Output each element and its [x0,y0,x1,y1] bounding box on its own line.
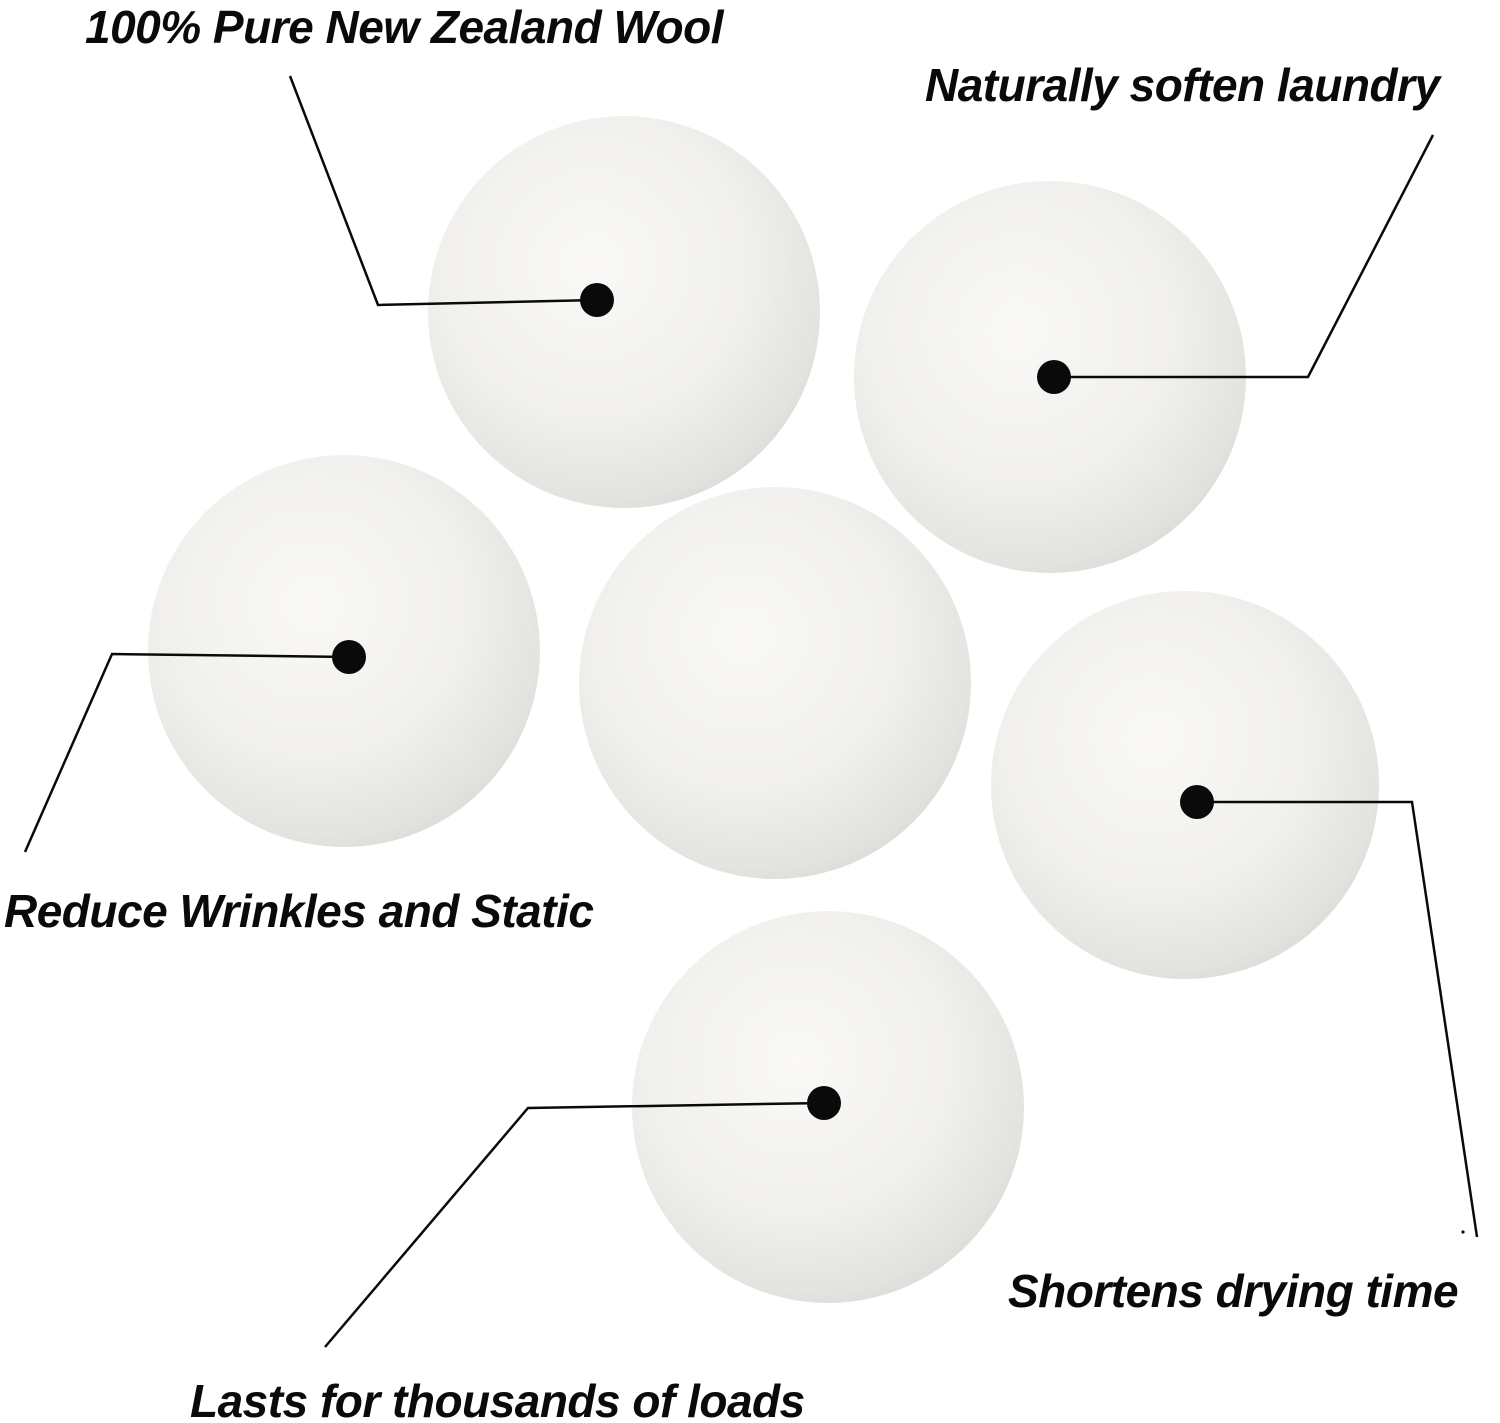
callout-dot [807,1086,841,1120]
callout-dot [332,640,366,674]
stray-speck [1461,1230,1465,1234]
leader-line [324,1101,825,1348]
leader-line [288,75,598,307]
wool-ball-top-center [428,116,820,508]
label-lasts-loads: Lasts for thousands of loads [190,1375,805,1423]
label-pure-wool: 100% Pure New Zealand Wool [85,1,724,53]
callout-dot [580,283,614,317]
leader-line [1197,800,1479,1238]
leader-line [23,652,350,853]
label-drying-time: Shortens drying time [1008,1265,1459,1317]
wool-ball-center [579,487,971,879]
callout-dot [1180,785,1214,819]
label-soften-laundry: Naturally soften laundry [925,59,1440,111]
label-reduce-wrinkles: Reduce Wrinkles and Static [4,885,594,937]
wool-ball-middle-right [991,591,1379,979]
leader-line [1054,134,1435,379]
callout-dot [1037,360,1071,394]
